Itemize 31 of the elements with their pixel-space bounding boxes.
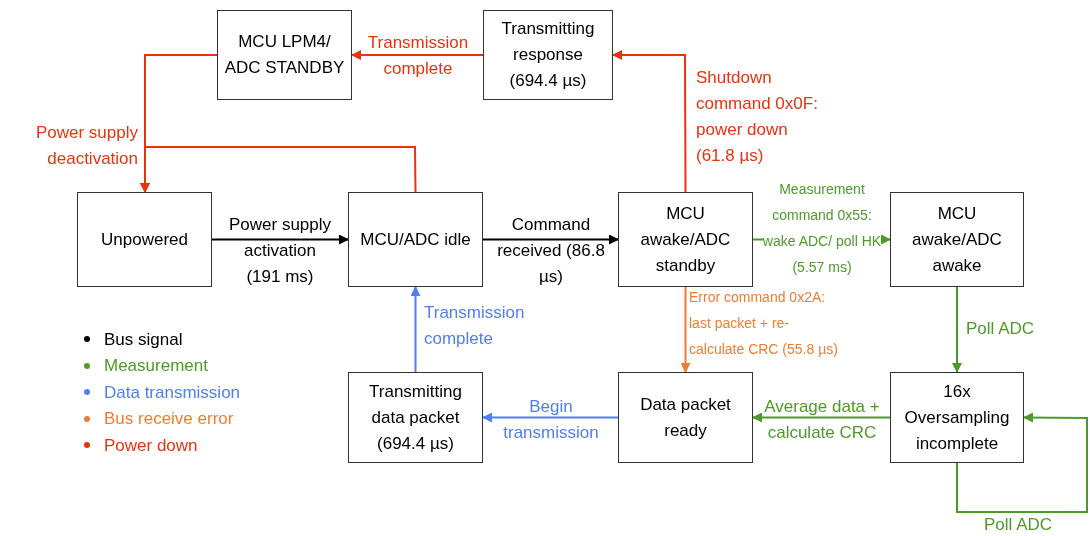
arrow — [410, 286, 421, 373]
legend-label: Power down — [104, 434, 198, 457]
arrow — [752, 412, 891, 423]
state-box: MCU awake/ADC awake — [890, 192, 1024, 287]
legend-label: Data transmission — [104, 381, 241, 404]
arrow — [956, 412, 1088, 513]
state-box: MCU LPM4/ ADC STANDBY — [217, 10, 352, 100]
edge-label: Poll ADC — [966, 318, 1036, 340]
state-box: Unpowered — [77, 192, 212, 287]
state-box: Transmitting response (694.4 µs) — [483, 10, 613, 100]
edge-label: Error command 0x2A: last packet + re-calculate CRC (55.8 µs) — [689, 288, 839, 359]
state-box: 16x Oversampling incomplete — [890, 372, 1024, 463]
arrow — [482, 234, 619, 245]
edge-label: Shutdown command 0x0F: power down (61.8 µs) — [696, 67, 819, 167]
state-box: Data packet ready — [618, 372, 753, 463]
legend-label: Bus signal — [104, 328, 183, 351]
arrow — [351, 50, 484, 60]
arrow — [482, 412, 619, 423]
legend-label: Measurement — [104, 355, 208, 377]
arrow — [140, 146, 417, 193]
state-box: MCU/ADC idle — [348, 192, 483, 287]
arrow — [211, 234, 349, 245]
legend-label: Bus receive error — [104, 408, 234, 430]
state-box: MCU awake/ADC standby — [618, 192, 753, 287]
edge-label: Power supply deactivation — [34, 122, 138, 170]
arrow — [680, 286, 691, 373]
edge-label: Poll ADC — [984, 514, 1054, 536]
arrow — [952, 286, 962, 373]
edge-label: Transmission complete — [424, 302, 526, 350]
state-box: Transmitting data packet (694.4 µs) — [348, 372, 483, 463]
arrow — [612, 50, 687, 193]
